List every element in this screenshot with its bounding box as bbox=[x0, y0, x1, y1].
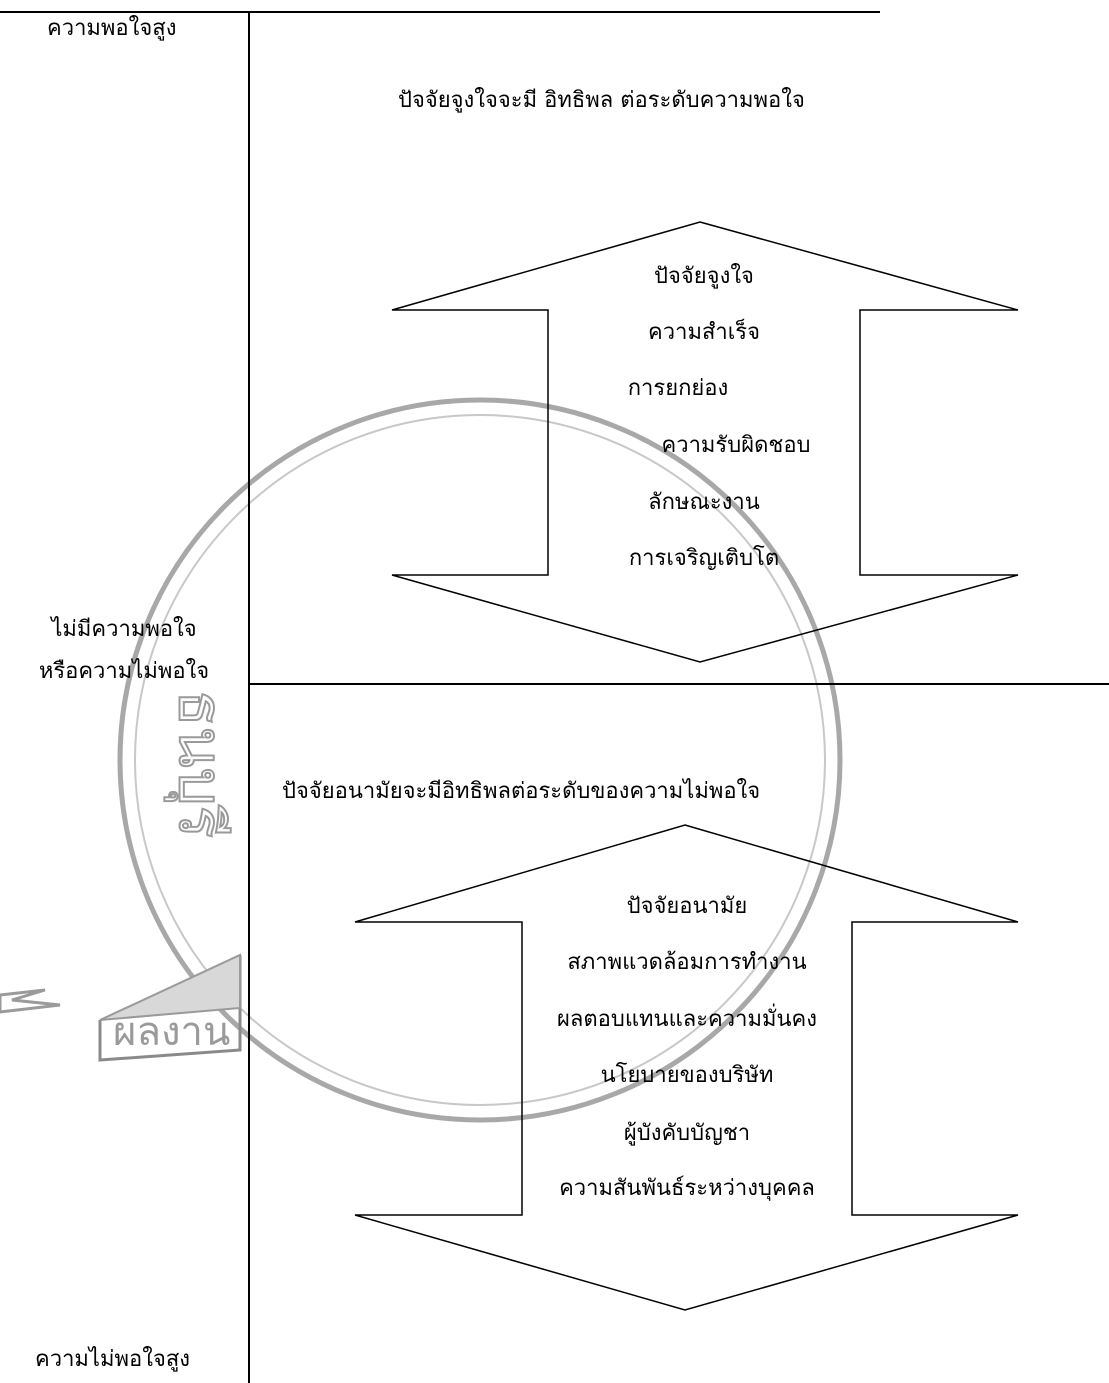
watermark-text: ผลงาน bbox=[113, 1009, 230, 1055]
hygiene-item: ผู้บังคับบัญชา bbox=[623, 1121, 751, 1146]
motivators-heading: ปัจจัยจูงใจจะมี อิทธิพล ต่อระดับความพอใจ bbox=[398, 88, 805, 113]
motivator-item: ลักษณะงาน bbox=[648, 490, 760, 515]
hygiene-item: สภาพแวดล้อมการทำงาน bbox=[567, 950, 807, 975]
hygiene-item: ผลตอบแทนและความมั่นคง bbox=[557, 1007, 817, 1032]
horizontal-divider bbox=[248, 683, 1109, 685]
motivator-item: การยกย่อง bbox=[627, 376, 729, 401]
motivator-item: ความรับผิดชอบ bbox=[661, 433, 811, 458]
hygiene-item: ความสันพันธ์ระหว่างบุคคล bbox=[559, 1176, 815, 1201]
left-column-divider bbox=[248, 11, 250, 1383]
hygiene-box-title: ปัจจัยอนามัย bbox=[626, 894, 748, 919]
axis-label-neutral-line1: ไม่มีความพอใจ bbox=[51, 617, 197, 642]
axis-label-high-dissatisfaction: ความไม่พอใจสูง bbox=[35, 1347, 191, 1372]
top-border-line bbox=[0, 11, 880, 13]
axis-label-neutral-line2: หรือความไม่พอใจ bbox=[38, 659, 210, 684]
motivator-item: การเจริญเติบโต bbox=[628, 546, 780, 571]
motivator-item: ความสำเร็จ bbox=[648, 320, 760, 345]
motivators-box-title: ปัจจัยจูงใจ bbox=[654, 264, 754, 289]
hygiene-item: นโยบายของบริษัท bbox=[600, 1063, 774, 1088]
axis-label-high-satisfaction: ความพอใจสูง bbox=[47, 16, 177, 41]
svg-text:ธนบุรี: ธนบุรี bbox=[164, 690, 235, 838]
hygiene-heading: ปัจจัยอนามัยจะมีอิทธิพลต่อระดับของความไม… bbox=[282, 779, 761, 804]
